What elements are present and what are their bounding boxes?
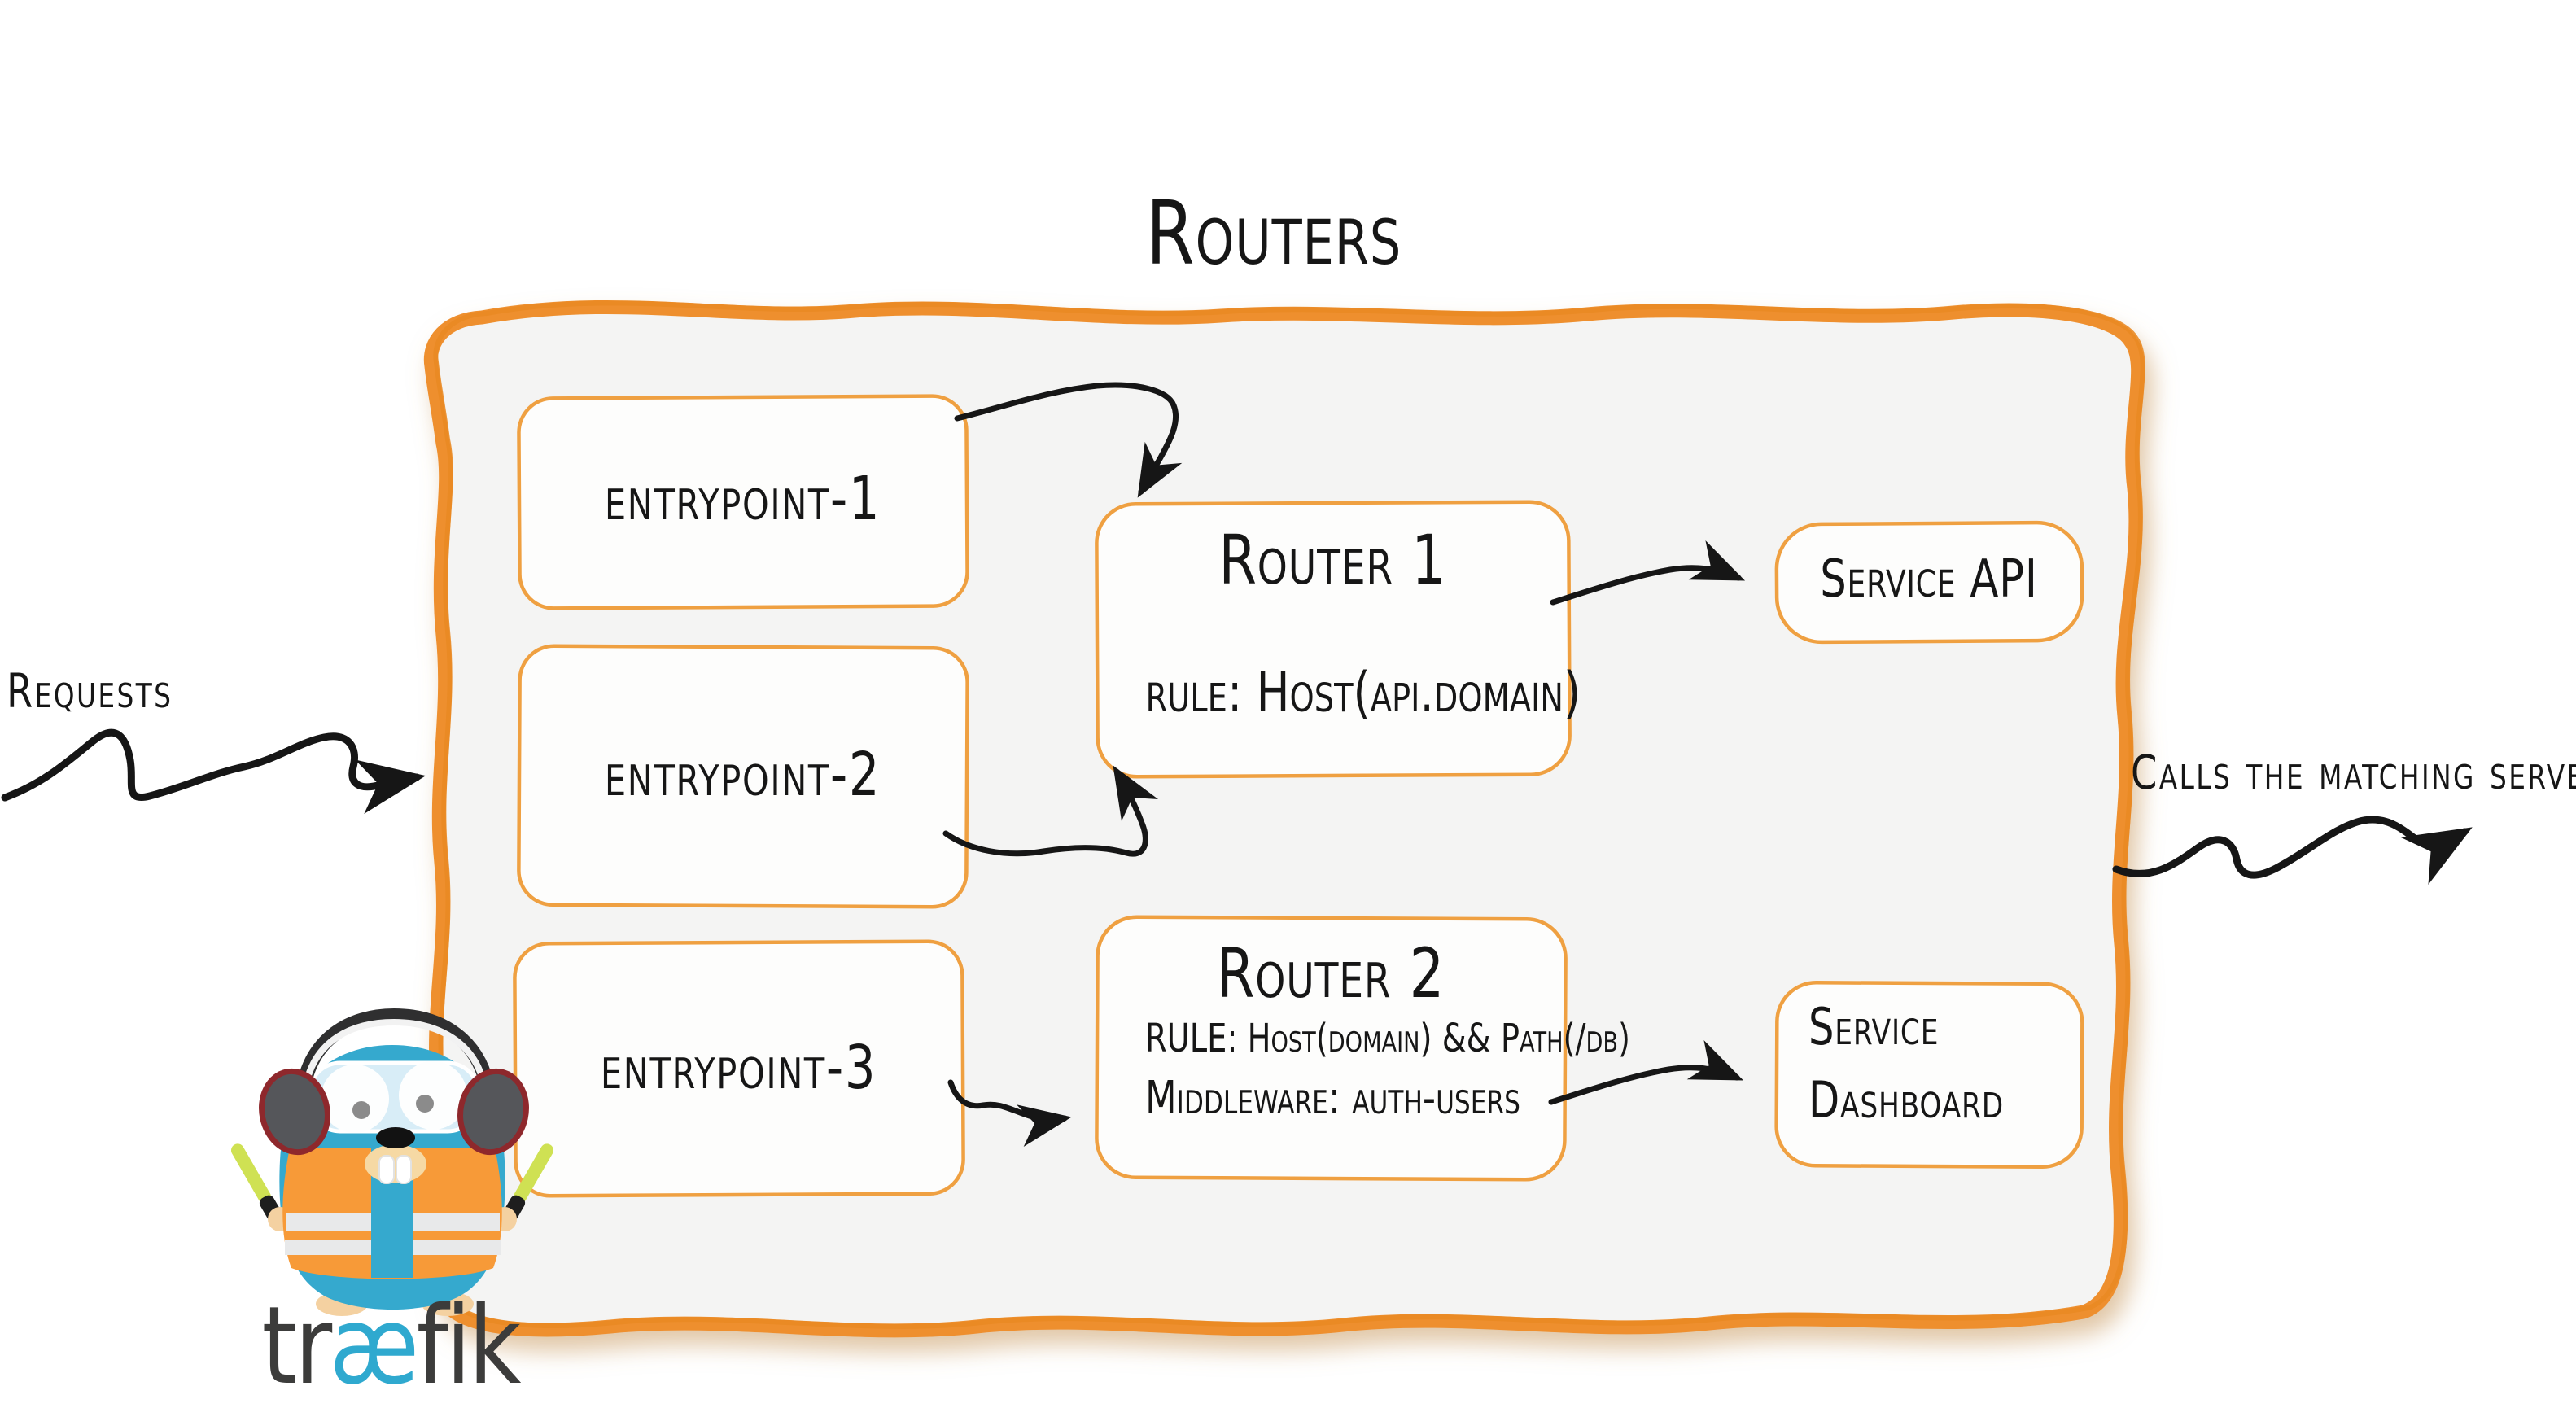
traefik-wordmark: træfik xyxy=(262,1292,522,1400)
headphones-band-highlight xyxy=(303,1018,488,1089)
entrypoint-3-box xyxy=(513,939,965,1198)
calls-matching-server-label: Calls the matching server xyxy=(2131,745,2576,800)
arrow-entrypoint3-to-router2 xyxy=(947,1079,1072,1147)
arrow-router2-to-service-dashboard xyxy=(1548,1040,1744,1105)
entrypoint-2-label: entrypoint-2 xyxy=(604,740,881,810)
router-1-box xyxy=(1095,500,1572,779)
router-2-rule: RULE: Host(domain) && Path(/db) xyxy=(1145,1016,1631,1061)
entrypoint-3-label: entrypoint-3 xyxy=(600,1033,877,1103)
entrypoint-1-box xyxy=(517,394,969,610)
gopher-pupil xyxy=(352,1101,370,1119)
wordmark-ae: æ xyxy=(329,1283,419,1408)
arrow-router1-to-service-api xyxy=(1550,540,1746,606)
arrow-entrypoint2-to-router1 xyxy=(942,765,1159,857)
diagram-title: Routers xyxy=(1145,183,1402,285)
service-dashboard-label-line1: Service xyxy=(1808,997,1940,1056)
wordmark-pre: tr xyxy=(261,1283,333,1408)
entrypoint-2-box xyxy=(517,644,969,909)
router-2-box xyxy=(1095,915,1568,1182)
gopher-pupil xyxy=(416,1095,434,1113)
service-dashboard-box xyxy=(1774,981,2084,1169)
service-dashboard-label-line2: Dashboard xyxy=(1808,1070,2005,1130)
router-2-middleware: Middleware: auth-users xyxy=(1145,1072,1520,1125)
gopher-tooth xyxy=(396,1155,412,1184)
entrypoint-1-label: entrypoint-1 xyxy=(604,464,881,534)
headphone-earcup-right-icon xyxy=(457,1068,529,1156)
router-2-title: Router 2 xyxy=(1216,934,1445,1013)
arrow-entrypoint1-to-router1 xyxy=(954,382,1183,498)
traefik-gopher-logo xyxy=(231,1008,553,1316)
router-1-title: Router 1 xyxy=(1218,520,1447,600)
arrow-calls-out xyxy=(2112,816,2473,885)
requests-label: Requests xyxy=(7,663,173,719)
service-api-box xyxy=(1774,520,2084,645)
router-1-rule: rule: Host(api.domain) xyxy=(1145,661,1581,725)
gopher-tooth xyxy=(378,1155,395,1184)
wordmark-post: fik xyxy=(416,1283,522,1408)
gopher-eye xyxy=(399,1061,467,1130)
arrow-requests-in xyxy=(1,728,426,815)
gopher-eye xyxy=(321,1065,389,1133)
gopher-nose xyxy=(376,1127,415,1148)
service-api-label: Service API xyxy=(1820,549,2038,610)
headphone-earcup-left-icon xyxy=(259,1068,330,1156)
